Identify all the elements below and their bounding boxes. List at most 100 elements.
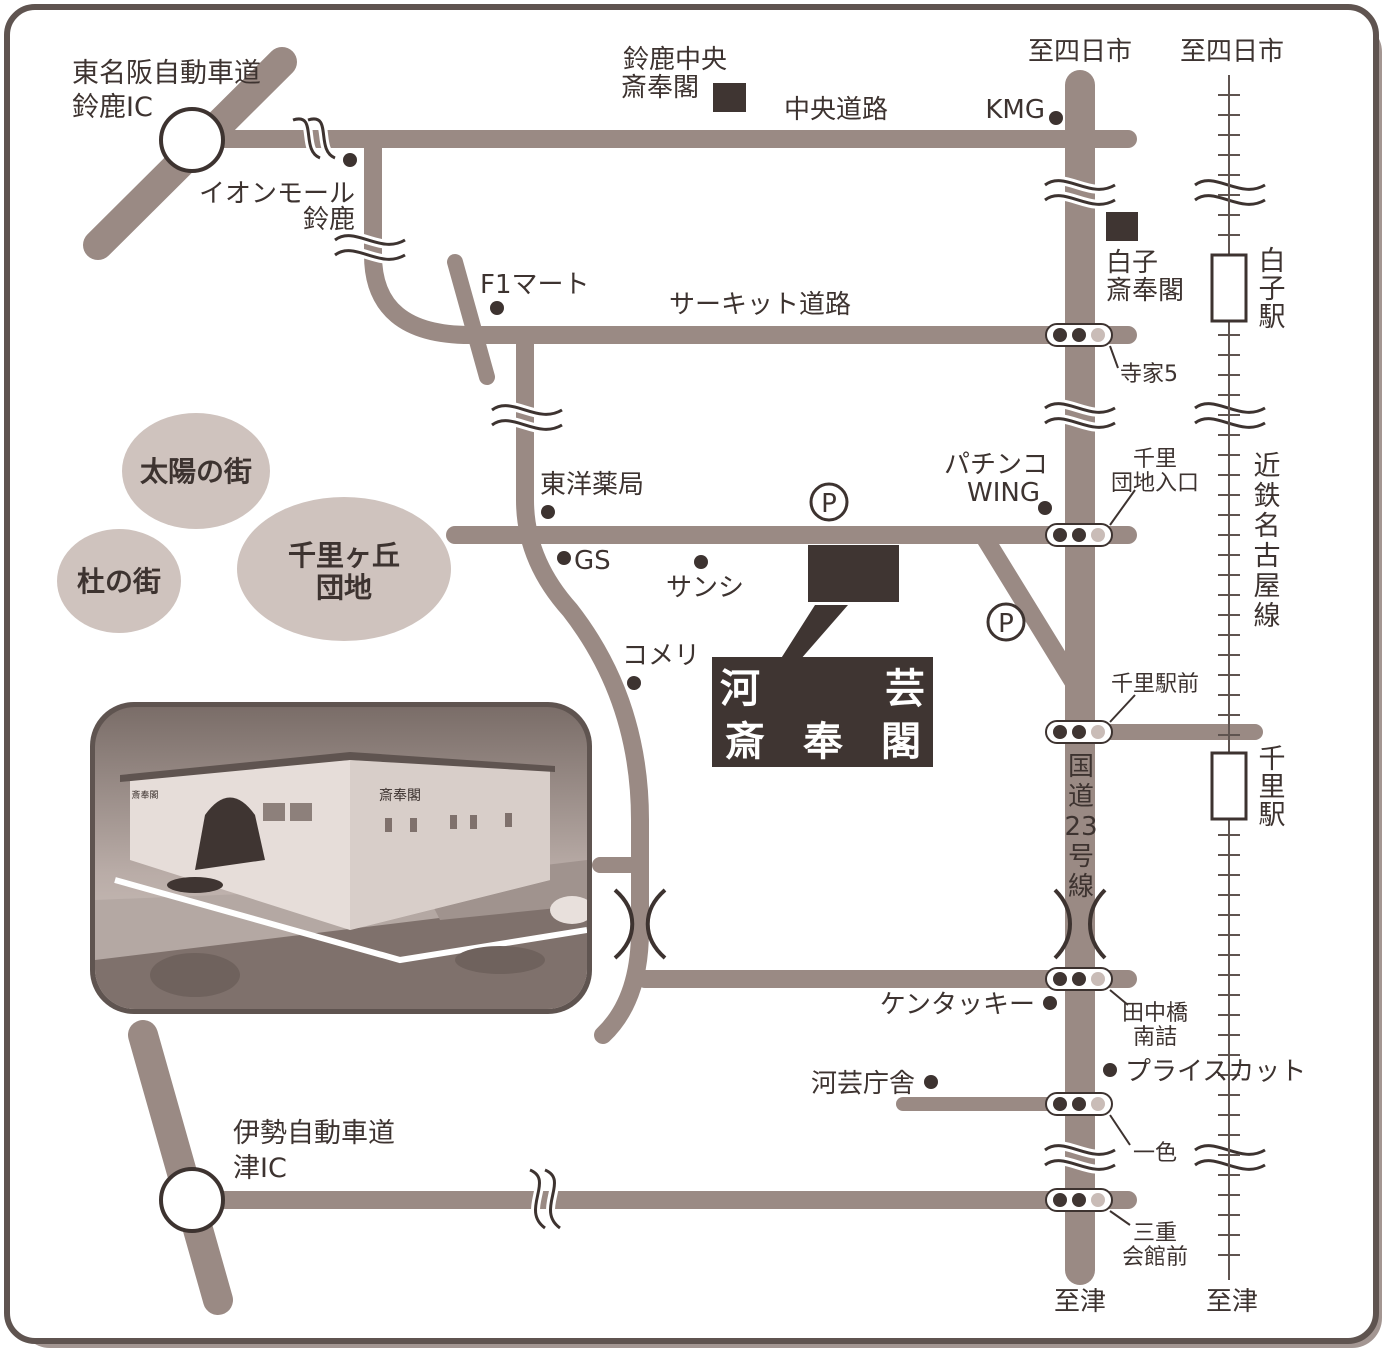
vertical-char: 道 [1068, 782, 1094, 812]
shiroko-station [1210, 253, 1248, 323]
higashi-meihan-label-2: 鈴鹿IC [72, 92, 153, 123]
toyo-label: 東洋薬局 [540, 470, 644, 500]
kentucky-label: ケンタッキー [880, 990, 1035, 1020]
f1-side-road [447, 254, 495, 385]
traffic-signal [1045, 323, 1119, 369]
destination-label-box [712, 657, 933, 767]
aeon-label-2: 鈴鹿 [303, 205, 355, 235]
vertical-char: 鉄 [1254, 481, 1281, 512]
sanshi-label: サンシ [666, 573, 744, 603]
destination-pointer [780, 605, 848, 660]
destination-char-5: 閣 [881, 719, 921, 765]
chuo-road-label: 中央道路 [784, 95, 888, 125]
chisato-danchi-label-2: 団地入口 [1111, 471, 1199, 496]
vertical-char: 国 [1068, 752, 1094, 782]
gs-label: GS [574, 546, 611, 576]
vertical-char: 里 [1259, 772, 1286, 803]
destination-char-4: 奉 [803, 719, 844, 765]
parking-1: P [809, 482, 849, 522]
photo-sign: 斎奉閣 [379, 787, 421, 804]
vertical-char: 名 [1254, 511, 1281, 542]
suzuka-chuo-label-2: 斎奉閣 [621, 73, 699, 103]
rail-south-label: 至津 [1206, 1287, 1258, 1317]
building-photo: 斎奉閣 斎奉閣 [90, 702, 592, 1014]
vertical-char: 線 [1068, 872, 1094, 902]
destination-char-1: 河 [720, 666, 760, 712]
vertical-char: 古 [1254, 541, 1281, 572]
price-cut-label: プライスカット [1125, 1057, 1306, 1087]
parking-2: P [986, 602, 1026, 642]
shiroko-saihokaku-label-1: 白子 [1106, 248, 1158, 278]
shiroko-saihokaku-label-2: 斎奉閣 [1106, 276, 1184, 306]
ise-label-2: 津IC [233, 1153, 287, 1184]
aeon-label-1: イオンモール [199, 179, 355, 209]
tanakabashi-label-2: 南詰 [1133, 1025, 1177, 1050]
rt23-south-label: 至津 [1054, 1287, 1106, 1317]
west-road [516, 326, 649, 1044]
vertical-char: 駅 [1259, 800, 1286, 831]
vertical-char: 子 [1259, 274, 1286, 305]
area-taiyo [122, 413, 270, 529]
destination-building [808, 545, 899, 602]
kmg-label: KMG [985, 95, 1045, 125]
traffic-signal [1045, 1092, 1131, 1146]
suzuka-chuo-label-1: 鈴鹿中央 [623, 45, 727, 75]
vertical-char: 屋 [1254, 571, 1281, 602]
residential-areas: 太陽の街 杜の街 千里ヶ丘 団地 [57, 413, 451, 641]
mie-kaikan-label-2: 会館前 [1122, 1245, 1188, 1270]
chisato-station [1210, 751, 1248, 821]
parking-2-label: P [998, 609, 1014, 639]
chisato-danchi-label-1: 千里 [1133, 447, 1177, 472]
kawage-chosha-label: 河芸庁舎 [811, 1069, 915, 1099]
area-mori-label: 杜の街 [77, 565, 161, 598]
vertical-char: 号 [1068, 842, 1094, 872]
vertical-char: 23 [1064, 812, 1097, 842]
rt23-north-label: 至四日市 [1028, 37, 1132, 67]
higashi-meihan-label-1: 東名阪自動車道 [72, 58, 261, 89]
teraie5-label: 寺家5 [1120, 362, 1178, 387]
landmark-dots [343, 111, 1117, 1089]
chisato-station-vertical-label: 千里駅 [1259, 744, 1286, 831]
rail-north-label: 至四日市 [1180, 37, 1284, 67]
circuit-road-label: サーキット道路 [669, 290, 851, 320]
suzuka-ic-marker [159, 107, 225, 173]
area-chisato-gaoka [237, 497, 451, 641]
vertical-char: 駅 [1259, 302, 1286, 333]
suzuka-chuo-marker [713, 83, 746, 112]
vertical-char: 白 [1259, 246, 1286, 277]
shiroko-station-vertical-label: 白子駅 [1259, 246, 1286, 333]
pachinko-label-1: パチンコ [944, 450, 1048, 480]
mie-kaikan-label-1: 三重 [1133, 1221, 1177, 1246]
traffic-signal [1045, 1188, 1131, 1226]
photo-small-sign: 斎奉閣 [131, 789, 158, 801]
vertical-char: 近 [1254, 451, 1281, 482]
area-chisato-gaoka-label-2: 団地 [316, 571, 372, 604]
traffic-signal [1045, 694, 1136, 744]
ise-expressway [128, 1020, 233, 1315]
traffic-signal [1045, 489, 1136, 547]
isshiki-label: 一色 [1133, 1141, 1177, 1166]
diagonal-road [974, 526, 1083, 692]
chisato-ekimae-label: 千里駅前 [1111, 672, 1199, 697]
tsu-ic-marker [159, 1167, 225, 1233]
shiroko-marker [1106, 212, 1138, 241]
vertical-char: 線 [1254, 601, 1281, 632]
pachinko-label-2: WING [967, 478, 1040, 508]
komeri-label: コメリ [622, 641, 700, 671]
vertical-char: 千 [1259, 744, 1286, 775]
destination-char-2: 芸 [885, 666, 925, 712]
traffic-signal [1045, 967, 1129, 1006]
area-chisato-gaoka-label-1: 千里ヶ丘 [288, 539, 400, 572]
tanakabashi-label-1: 田中橋 [1122, 1001, 1188, 1026]
area-taiyo-label: 太陽の街 [140, 455, 252, 488]
ise-label-1: 伊勢自動車道 [233, 1118, 395, 1149]
destination-char-3: 斎 [725, 719, 765, 765]
traffic-signals [1045, 323, 1136, 1226]
circuit-road [364, 130, 1137, 344]
parking-1-label: P [821, 489, 837, 519]
f1mart-label: F1マート [480, 270, 590, 300]
labels: 東名阪自動車道 鈴鹿IC 伊勢自動車道 津IC 至四日市 至四日市 至津 至津 … [72, 37, 1306, 1317]
